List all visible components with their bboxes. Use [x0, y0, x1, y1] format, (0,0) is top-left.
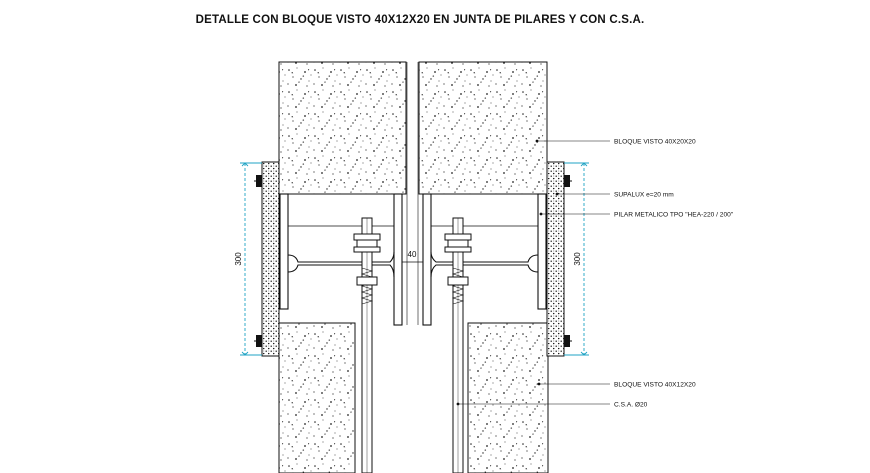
- drawing-title: DETALLE CON BLOQUE VISTO 40X12X20 EN JUN…: [196, 14, 645, 26]
- height-dimension-right: 300: [564, 162, 589, 356]
- steel-column-right: [422, 193, 547, 326]
- height-dimension-left: 300: [234, 162, 262, 356]
- label-pilar: PILAR METALICO TPO "HEA-220 / 200": [614, 212, 734, 219]
- lower-block-right: [467, 322, 549, 473]
- leader-pilar: PILAR METALICO TPO "HEA-220 / 200": [539, 212, 734, 219]
- leader-csa: C.S.A. Ø20: [456, 402, 648, 409]
- anchor-rod-left: [353, 217, 381, 473]
- lower-block-left: [278, 322, 356, 473]
- upper-block-left: [278, 61, 407, 195]
- supalux-board-right: [546, 161, 572, 357]
- height-dimension-left-text: 300: [234, 252, 243, 266]
- height-dimension-right-text: 300: [573, 252, 582, 266]
- gap-dimension-text: 40: [408, 250, 417, 259]
- supalux-board-left: [254, 161, 280, 357]
- leader-supalux: SUPALUX e=20 mm: [555, 192, 674, 199]
- label-bloque-top: BLOQUE VISTO 40X20X20: [614, 139, 696, 146]
- label-csa: C.S.A. Ø20: [614, 402, 648, 409]
- label-bloque-bottom: BLOQUE VISTO 40X12X20: [614, 382, 696, 389]
- steel-column-left: [279, 193, 403, 326]
- label-supalux: SUPALUX e=20 mm: [614, 192, 674, 199]
- gap-dimension: 40: [401, 250, 424, 266]
- upper-block-right: [418, 61, 548, 195]
- leader-bloque-bottom: BLOQUE VISTO 40X12X20: [537, 382, 696, 389]
- anchor-rod-right: [444, 217, 472, 473]
- leader-bloque-top: BLOQUE VISTO 40X20X20: [535, 139, 696, 146]
